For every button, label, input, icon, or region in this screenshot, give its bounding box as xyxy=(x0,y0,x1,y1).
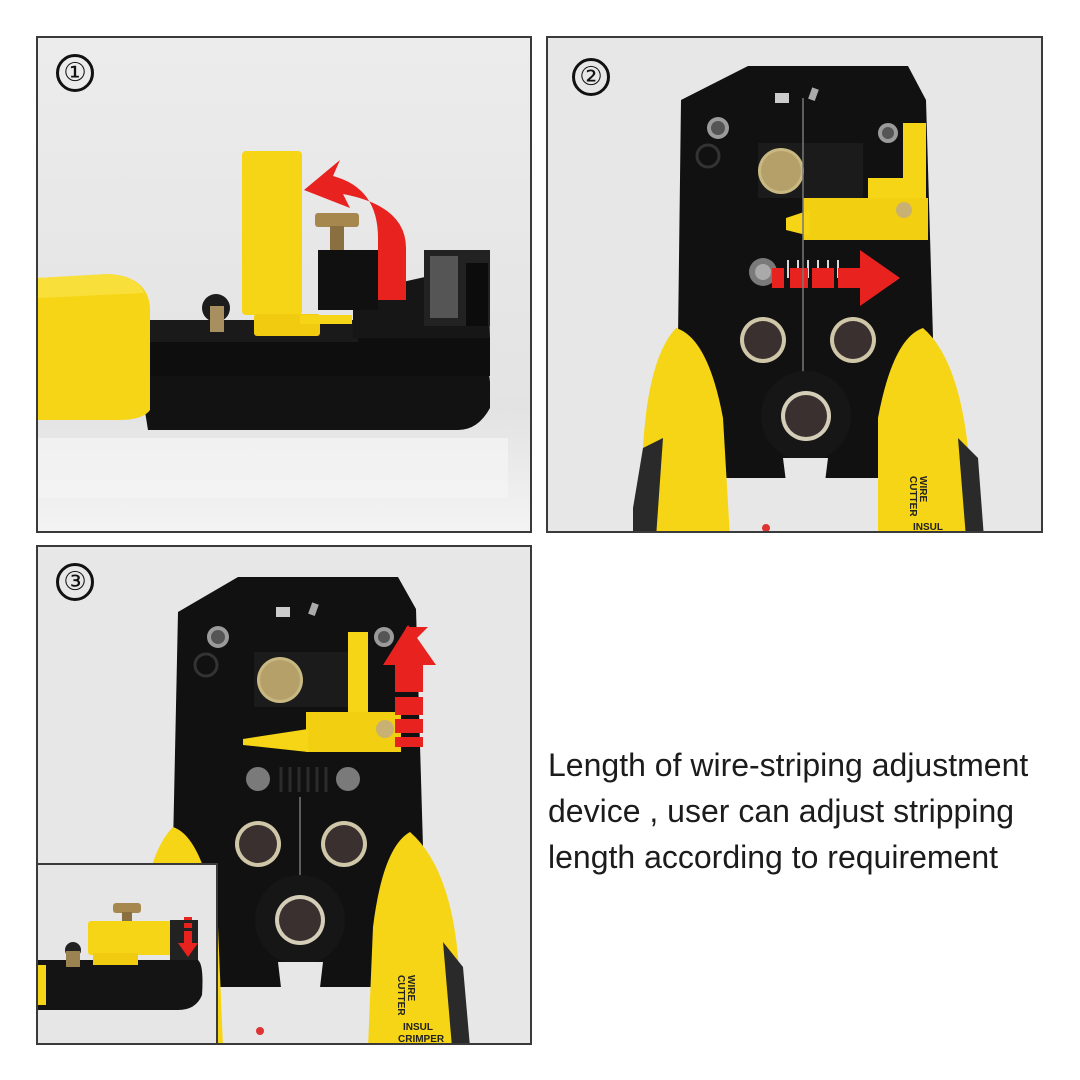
handle-label-wire: WIRE xyxy=(917,476,928,502)
inset-side-view xyxy=(38,863,218,1043)
tool-front-view-illustration: WIRE CUTTER INSUL CRIMPER xyxy=(38,547,530,1045)
step-number-badge: ② xyxy=(572,58,610,96)
handle-label-cutter: CUTTER xyxy=(907,476,918,517)
panel-step-3: WIRE CUTTER INSUL CRIMPER ③ xyxy=(36,545,532,1045)
step-number-badge: ① xyxy=(56,54,94,92)
up-arrow-icon xyxy=(383,625,436,747)
caption-line: device , user can adjust stripping xyxy=(548,793,1015,829)
caption-line: length according to requirement xyxy=(548,839,999,875)
caption-text: Length of wire-striping adjustment devic… xyxy=(548,742,1078,880)
tool-side-view-inset-illustration xyxy=(38,865,216,1043)
right-arrow-icon xyxy=(772,250,900,306)
handle-label-cutter: CUTTER xyxy=(395,975,406,1016)
panel-step-2: WIRE CUTTER INSUL ② xyxy=(546,36,1043,533)
caption-line: Length of wire-striping adjustment xyxy=(548,747,1029,783)
handle-label-wire: WIRE xyxy=(405,975,416,1001)
handle-label-insul: INSUL xyxy=(403,1022,433,1033)
curved-arrow-icon xyxy=(304,160,406,300)
panel-step-1: ① xyxy=(36,36,532,533)
down-arrow-icon xyxy=(178,917,198,957)
tool-side-view-illustration xyxy=(38,38,530,531)
handle-label-crimper: CRIMPER xyxy=(398,1034,445,1045)
step-number-badge: ③ xyxy=(56,563,94,601)
handle-label-insul: INSUL xyxy=(913,522,943,533)
tool-front-view-illustration: WIRE CUTTER INSUL xyxy=(548,38,1041,533)
